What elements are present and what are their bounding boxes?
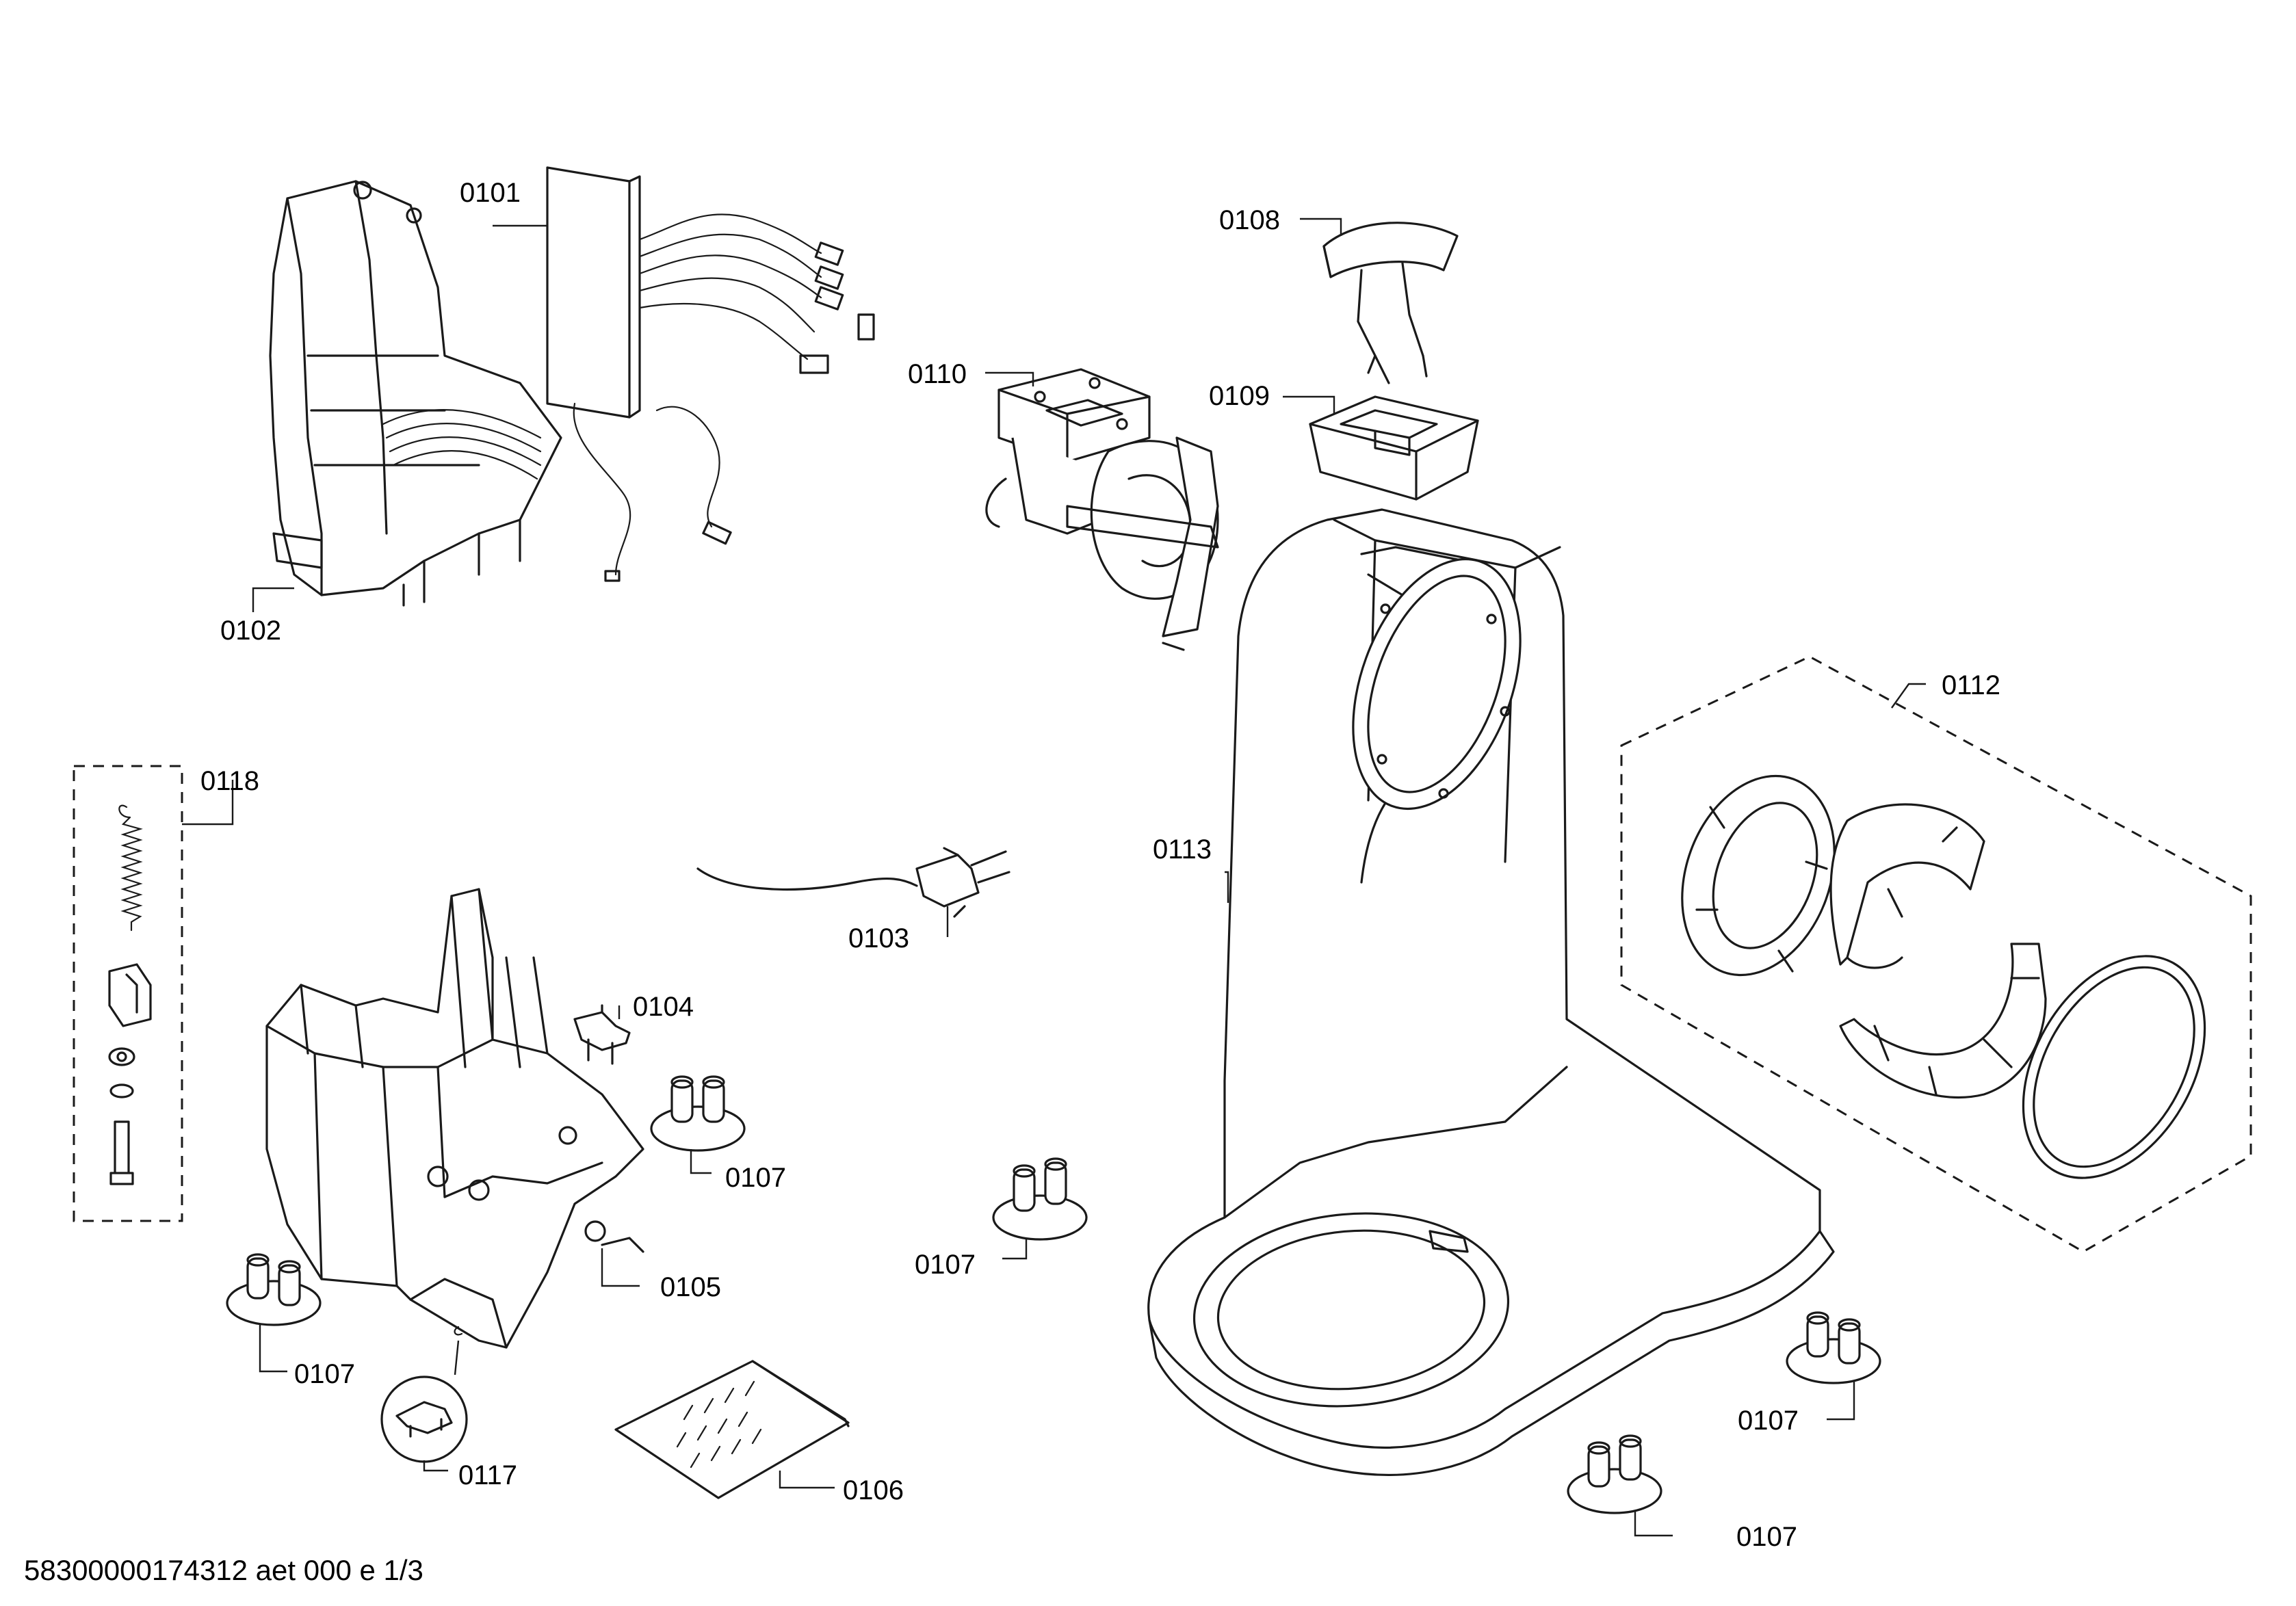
- part-0117-small-clip: [380, 1326, 468, 1463]
- leader-0107-e: [1634, 1512, 1673, 1537]
- callout-0103: 0103: [848, 923, 909, 953]
- leader-0107-d: [1827, 1382, 1855, 1421]
- callout-0106: 0106: [843, 1475, 904, 1505]
- group-0112-boundary: [1620, 655, 2252, 1253]
- leader-0109: [1283, 395, 1335, 414]
- callout-0107-e: 0107: [1736, 1522, 1797, 1552]
- callout-0107-d: 0107: [1738, 1406, 1799, 1436]
- part-0112-ring-kit: [1620, 655, 2252, 1253]
- leader-0107-a: [690, 1149, 712, 1174]
- leader-0108: [1300, 218, 1342, 236]
- callout-labels: 0101 0102 0103 0104 0105 0106 0107 0107 …: [200, 178, 2000, 1552]
- callout-0107-b: 0107: [915, 1250, 976, 1280]
- part-0118-spring-set: [73, 765, 183, 1222]
- leader-0107-c: [259, 1324, 287, 1373]
- part-0105-base-chassis: [265, 888, 644, 1349]
- callout-0117: 0117: [458, 1460, 517, 1490]
- callout-0105: 0105: [660, 1272, 721, 1302]
- part-0107-foot-e: [1567, 1434, 1662, 1514]
- leader-0105: [601, 1248, 640, 1287]
- leader-0107-b: [1002, 1238, 1028, 1260]
- callout-0110: 0110: [908, 359, 967, 389]
- leader-0113: [1225, 871, 1229, 903]
- callout-0107-a: 0107: [725, 1163, 786, 1193]
- part-0107-foot-a: [650, 1075, 746, 1152]
- part-0107-foot-c: [226, 1253, 322, 1326]
- part-0107-foot-b: [992, 1157, 1088, 1241]
- leader-0118: [182, 780, 234, 826]
- group-0118-boundary: [73, 765, 183, 1222]
- part-0103-power-cord: [696, 847, 1010, 918]
- document-footer-id: 58300000174312 aet 000 e 1/3: [24, 1554, 423, 1586]
- part-0107-foot-d: [1786, 1311, 1881, 1384]
- callout-0104: 0104: [633, 992, 694, 1022]
- leader-0117: [423, 1340, 460, 1472]
- part-0104-clip: [573, 1004, 631, 1065]
- leader-0110: [985, 371, 1034, 386]
- callout-0109: 0109: [1209, 381, 1270, 411]
- part-0113-main-housing: [1147, 508, 1835, 1476]
- part-0102-housing-frame: [269, 180, 562, 607]
- callout-0112: 0112: [1942, 670, 2000, 700]
- callout-0107-c: 0107: [294, 1359, 355, 1389]
- part-0110-gearbox: [985, 368, 1219, 651]
- part-0109-frame-insert: [1309, 395, 1479, 501]
- leader-0112: [1891, 683, 1926, 709]
- part-0101-electronic-module: [546, 166, 875, 582]
- leader-0102: [252, 587, 294, 612]
- callout-0102: 0102: [220, 616, 281, 646]
- leader-0106: [779, 1471, 835, 1489]
- part-0106-screw-bag: [614, 1360, 850, 1499]
- callout-0108: 0108: [1219, 205, 1280, 235]
- callout-0118: 0118: [200, 766, 259, 796]
- callout-0101: 0101: [460, 178, 521, 208]
- part-0108-lever-cap: [1322, 222, 1459, 384]
- leader-lines: [182, 218, 1926, 1537]
- callout-0113: 0113: [1153, 834, 1212, 865]
